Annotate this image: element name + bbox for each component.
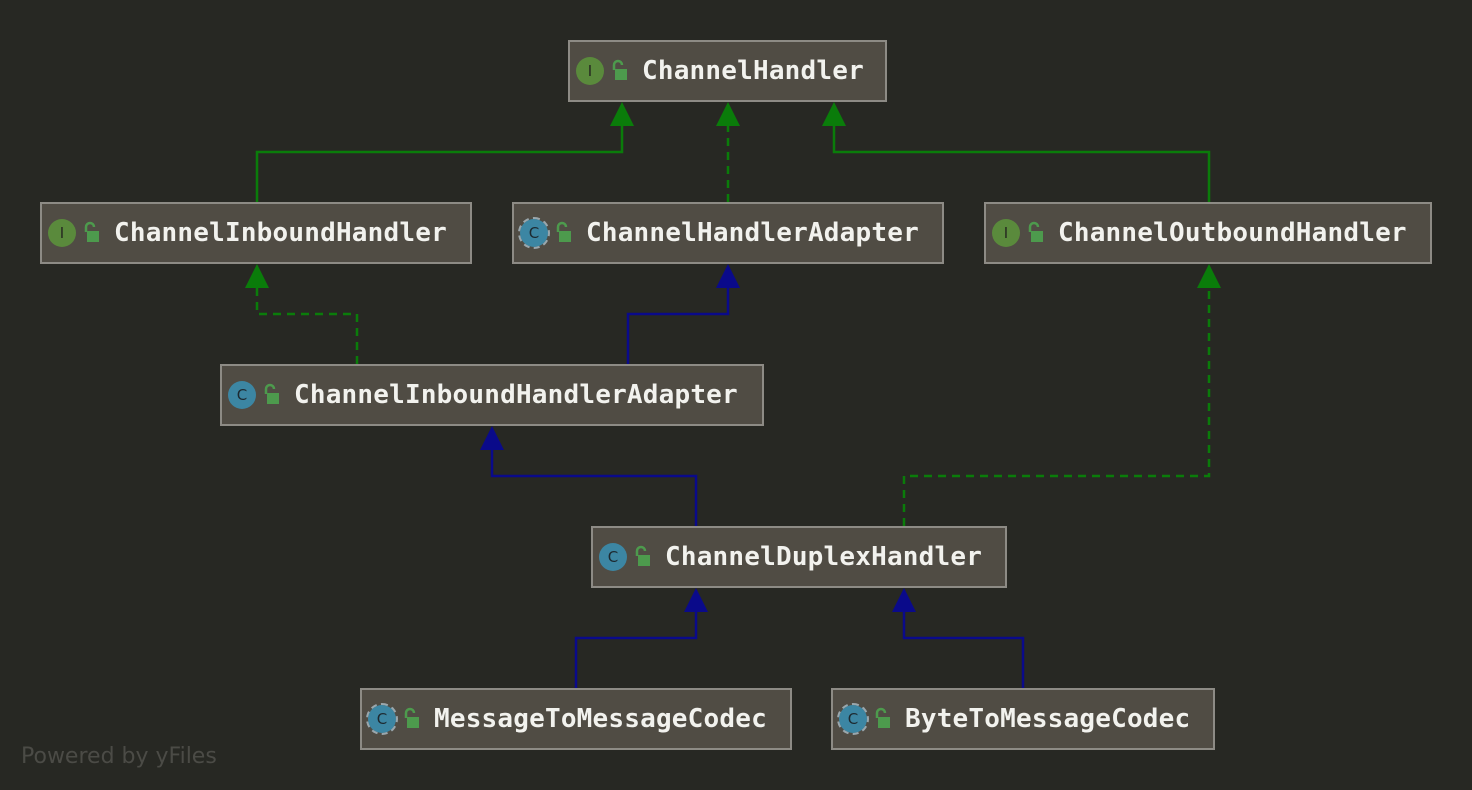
- node-channel-duplex-handler[interactable]: C ChannelDuplexHandler: [591, 526, 1007, 588]
- node-label: ChannelDuplexHandler: [665, 542, 983, 572]
- edge-channel-outbound-handler-to-channel-handler: [822, 102, 1211, 202]
- node-label: ChannelHandlerAdapter: [586, 218, 919, 248]
- edge-channel-handler-adapter-to-channel-handler: [716, 102, 740, 202]
- class-icon: C: [599, 543, 627, 571]
- public-access-icon: [635, 545, 650, 566]
- arrowhead: [822, 102, 846, 126]
- public-access-icon: [556, 221, 571, 242]
- node-label: ChannelInboundHandler: [114, 218, 447, 248]
- arrowhead: [480, 426, 504, 450]
- public-access-icon: [264, 383, 279, 404]
- node-label: ChannelInboundHandlerAdapter: [294, 380, 738, 410]
- public-access-icon: [875, 707, 890, 728]
- edge-channel-duplex-handler-to-channel-outbound-handler: [902, 264, 1221, 526]
- public-access-icon: [1028, 221, 1043, 242]
- abstract-class-icon: C: [518, 217, 550, 249]
- node-label: ChannelHandler: [642, 56, 864, 86]
- node-byte-to-message-codec[interactable]: C ByteToMessageCodec: [831, 688, 1215, 750]
- edge-channel-inbound-handler-adapter-to-channel-inbound-handler: [245, 264, 359, 364]
- node-channel-inbound-handler-adapter[interactable]: C ChannelInboundHandlerAdapter: [220, 364, 764, 426]
- arrowhead: [716, 264, 740, 288]
- arrowhead: [1197, 264, 1221, 288]
- node-channel-handler-adapter[interactable]: C ChannelHandlerAdapter: [512, 202, 944, 264]
- yfiles-watermark: Powered by yFiles: [21, 744, 217, 769]
- arrowhead: [610, 102, 634, 126]
- public-access-icon: [612, 59, 627, 80]
- arrowhead: [245, 264, 269, 288]
- node-label: ChannelOutboundHandler: [1058, 218, 1407, 248]
- edge-channel-inbound-handler-adapter-to-channel-handler-adapter: [626, 264, 740, 364]
- node-channel-inbound-handler[interactable]: I ChannelInboundHandler: [40, 202, 472, 264]
- node-label: MessageToMessageCodec: [434, 704, 767, 734]
- class-icon: C: [228, 381, 256, 409]
- abstract-class-icon: C: [366, 703, 398, 735]
- node-channel-handler[interactable]: I ChannelHandler: [568, 40, 887, 102]
- arrowhead: [716, 102, 740, 126]
- edge-channel-inbound-handler-to-channel-handler: [255, 102, 634, 202]
- interface-icon: I: [48, 219, 76, 247]
- interface-icon: I: [992, 219, 1020, 247]
- arrowhead: [892, 588, 916, 612]
- node-label: ByteToMessageCodec: [905, 704, 1191, 734]
- node-channel-outbound-handler[interactable]: I ChannelOutboundHandler: [984, 202, 1432, 264]
- edge-message-to-message-codec-to-channel-duplex-handler: [574, 588, 708, 688]
- public-access-icon: [84, 221, 99, 242]
- interface-icon: I: [576, 57, 604, 85]
- abstract-class-icon: C: [837, 703, 869, 735]
- arrowhead: [684, 588, 708, 612]
- edge-channel-duplex-handler-to-channel-inbound-handler-adapter: [480, 426, 698, 526]
- node-message-to-message-codec[interactable]: C MessageToMessageCodec: [360, 688, 792, 750]
- public-access-icon: [404, 707, 419, 728]
- edge-byte-to-message-codec-to-channel-duplex-handler: [892, 588, 1025, 688]
